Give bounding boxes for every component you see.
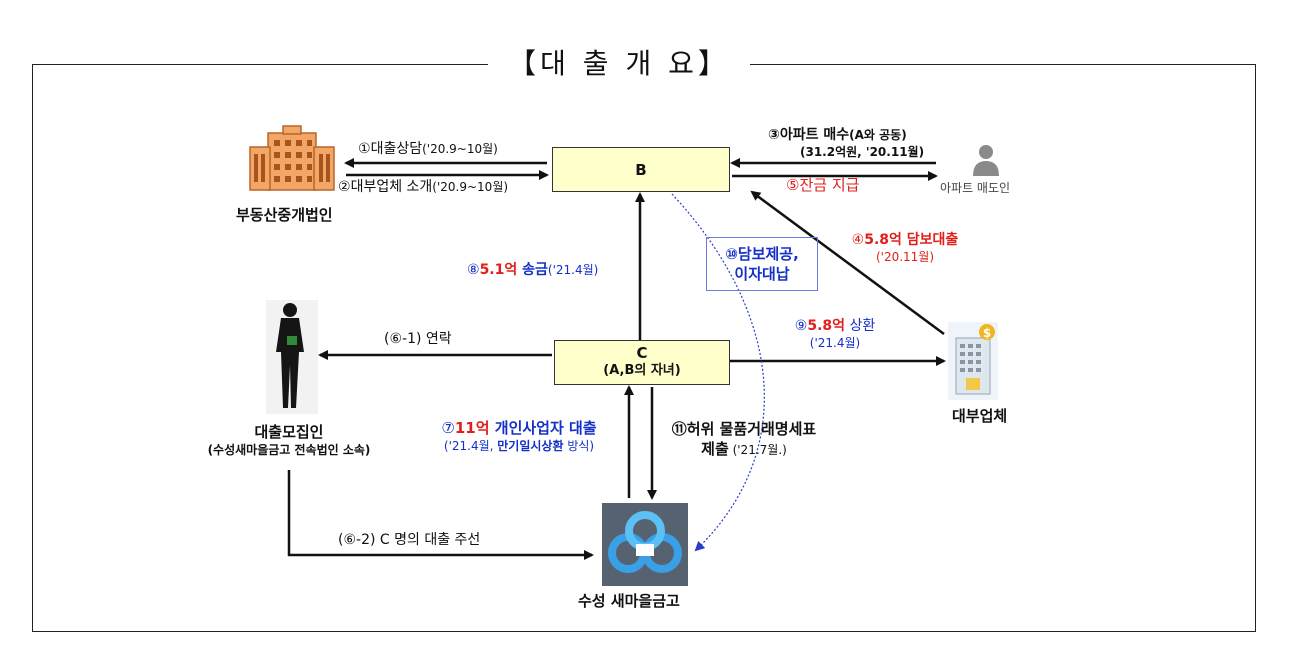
diagram-title: 【대 출 개 요】 [488,42,750,86]
edge-2-num: ② [338,179,351,195]
recruiter-affiliation: (수성새마을금고 전속법인 소속) [207,443,371,457]
loan-company-icon: $ [948,322,998,400]
node-c-sub: (A,B의 자녀) [603,363,681,378]
node-b: B [552,147,730,192]
broker-label: 부동산중개법인 [236,206,333,224]
edge-4-label: ④5.8억 담보대출 ('20.11월) [830,232,980,266]
edge-1-num: ① [358,141,371,157]
edge-9-text: 상환 [845,318,876,334]
edge-1-date: ('20.9~10월) [422,142,498,156]
edge-11-label: ⑪허위 물품거래명세표 제출 ('21.7월.) [654,419,834,460]
businessman-icon [266,300,318,414]
edge-7-label: ⑦11억 개인사업자 대출 ('21.4월, 만기일시상환 방식) [414,419,624,455]
edge-8-num: ⑧ [467,262,480,278]
edge-7-text: 개인사업자 대출 [489,419,597,437]
edge-8-label: ⑧5.1억 송금('21.4월) [467,262,598,279]
edge-2-date: ('20.9~10월) [432,180,509,194]
edge-3-joint: (A와 공동) [849,128,907,142]
edge-10-dotted-arrow [671,193,765,552]
lender-label: 대부업체 [952,407,1008,425]
edge-10-label-box: ⑩담보제공, 이자대납 [706,237,818,291]
node-b-label: B [635,161,647,179]
edge-9-date: ('21.4월) [809,336,861,350]
edge-7-num: ⑦ [441,419,455,437]
edge-1-text: 대출상담 [370,141,423,157]
edge-6-2-arrow [287,470,594,560]
edge-8-date: ('21.4월) [547,263,599,277]
recruiter-name: 대출모집인 [254,423,324,441]
edge-9-num: ⑨ [794,318,808,334]
seller-label: 아파트 매도인 [940,181,1011,195]
edge-6-1-label: (⑥-1) 연락 [384,331,452,347]
edge-4-amount: 5.8억 [864,232,902,248]
edge-8-amount: 5.1억 [479,262,518,278]
edge-3-line1: ③아파트 매수 [768,127,850,143]
edge-10-line1: ⑩담보제공, [725,245,799,263]
edge-9-amount: 5.8억 [807,318,846,334]
edge-9-label: ⑨5.8억 상환 ('21.4월) [770,318,900,352]
edge-2-text: 대부업체 소개 [350,179,433,195]
saemaul-bank-logo-icon [602,503,688,586]
edge-7-date-post: 방식) [563,439,595,453]
edge-5-label: ⑤잔금 지급 [786,176,860,194]
edge-7-date-pre: ('21.4월, [443,439,498,453]
edge-6-2-label: (⑥-2) C 명의 대출 주선 [338,532,481,548]
edge-10-line2: 이자대납 [734,265,790,283]
node-c: C (A,B의 자녀) [554,340,730,385]
svg-text:$: $ [983,326,991,340]
edge-4-date: ('20.11월) [875,250,935,264]
office-building-icon [249,125,335,191]
recruiter-label: 대출모집인 (수성새마을금고 전속법인 소속) [174,423,404,459]
edge-7-date-bold: 만기일시상환 [497,439,564,453]
edge-11-line2: 제출 [701,440,729,458]
edge-11-line1: ⑪허위 물품거래명세표 [671,420,817,438]
edge-4-num: ④ [851,232,865,248]
edge-7-amount: 11억 [454,419,490,437]
edge-1-label: ①대출상담('20.9~10월) [358,141,498,158]
edge-2-label: ②대부업체 소개('20.9~10월) [338,179,508,196]
edge-4-text: 담보대출 [901,232,959,248]
node-c-label: C [636,344,648,362]
edge-3-label: ③아파트 매수(A와 공동) (31.2억원, '20.11월) [768,127,924,161]
edge-8-text: 송금 [517,262,548,278]
person-icon [973,145,999,176]
edge-4-arrow [750,190,945,336]
edge-3-line2: (31.2억원, '20.11월) [800,145,925,159]
bank-label: 수성 새마을금고 [578,592,680,610]
edge-11-date: ('21.7월.) [728,443,787,457]
